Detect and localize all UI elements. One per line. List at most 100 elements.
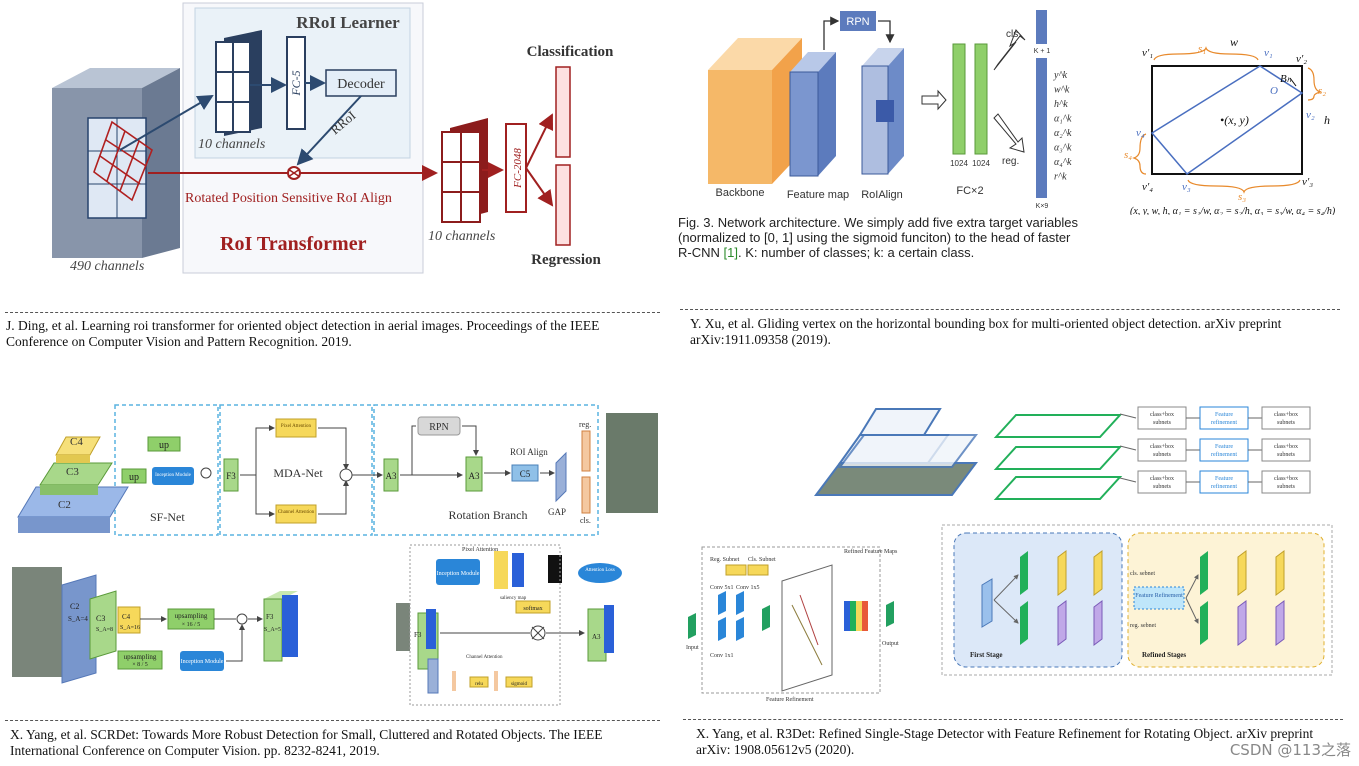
a3-block-1 [383, 458, 399, 492]
reg-variable: α₃^k [1054, 143, 1072, 154]
decoder-label: Decoder [337, 77, 385, 92]
geo-h: h [1324, 113, 1330, 127]
c3b-label: C3 [96, 614, 105, 623]
attention-loss-node [578, 563, 622, 583]
reg-variable: h^k [1054, 99, 1068, 110]
pyramid-c4-c3-c2 [17, 436, 129, 533]
channels-10-label-b: 10 channels [428, 229, 496, 244]
gap-label: GAP [548, 507, 566, 517]
f3-label: F3 [226, 471, 236, 481]
geo-s1: s₁ [1198, 43, 1206, 55]
csdn-watermark: CSDN @113之落 [1229, 741, 1351, 759]
inception-label-1: Inception Module [155, 473, 191, 478]
reg-output-bar [1036, 58, 1047, 198]
geo-v2p: v′₂ [1296, 53, 1307, 65]
geo-w: w [1230, 35, 1238, 49]
multiply-node-mda [339, 468, 353, 482]
gliding-vertex-diagram: Backbone Feature map RPN RoIAlign 1024 1… [708, 10, 1336, 217]
backbone-label: Backbone [716, 187, 765, 199]
c5-label: C5 [520, 469, 531, 479]
channels-490-label: 490 channels [70, 259, 145, 274]
sa4-label: S_A=4 [68, 615, 88, 623]
divider-2 [680, 309, 1340, 310]
pyramid-to-head-connector [1119, 477, 1137, 483]
sa8-label: S_A=8 [96, 627, 113, 633]
reg-variable: y^k [1053, 70, 1068, 81]
sa5-label: S_A=5 [264, 627, 281, 633]
reg-bar-scrdet [581, 430, 591, 472]
feature-refinement-box-label: Feature Refinement [1135, 592, 1183, 599]
fig3-line2: (normalized to [0, 1] using the sigmoid … [678, 230, 1071, 245]
a3-label-3: A3 [592, 633, 601, 641]
up-label-1: up [159, 440, 169, 451]
up-box-1 [147, 436, 181, 452]
attention-loss-label: Attention Loss [585, 568, 615, 573]
cls-label-scrdet: cls. [580, 516, 591, 525]
channel-attention-box [275, 504, 317, 524]
fc-label: FC×2 [956, 185, 983, 197]
class-box-subnet-head [1261, 438, 1311, 462]
a3-label-2: A3 [469, 471, 480, 481]
aerial-photo-thumb-3 [396, 603, 410, 651]
reg-variable: r^k [1054, 172, 1067, 183]
caption-r3det: X. Yang, et al. R3Det: Refined Single-St… [696, 726, 1314, 757]
conv1x5-label: Conv 1x5 [736, 585, 760, 591]
fig3-ref-link[interactable]: [1] [723, 245, 738, 260]
upsampling-label-2: upsampling [124, 653, 157, 661]
softmax-box [515, 600, 551, 614]
classification-bar [555, 66, 571, 158]
align-label: Rotated Position Sensitive RoI Align [185, 191, 392, 206]
head-label: class+box [1274, 444, 1298, 450]
caption-scrdet: X. Yang, et al. SCRDet: Towards More Rob… [10, 727, 603, 758]
head-label: class+box [1274, 476, 1298, 482]
up-box-2 [121, 468, 147, 484]
reg-label-scrdet: reg. [579, 420, 591, 429]
r3det-diagram: class+boxsubnetsFeaturerefinementclass+b… [686, 406, 1333, 703]
refined-pyramid-green [993, 414, 1123, 500]
rpn-label: RPN [846, 16, 869, 28]
head-label: class+box [1274, 412, 1298, 418]
feature-refinement-module [701, 546, 881, 694]
relu-label: relu [475, 682, 483, 687]
k1-label: K + 1 [1034, 48, 1051, 55]
inception-label-3: Inception Module [437, 571, 480, 577]
fc-bar-a [952, 43, 966, 155]
divider-3 [5, 720, 660, 721]
roi-align-label: ROI Align [510, 447, 548, 457]
head-label: subnets [1277, 420, 1296, 426]
pyramid-to-head-connector [1119, 413, 1137, 419]
reg-subnet-label: Reg. Subnet [710, 557, 740, 563]
r3det-head-rows: class+boxsubnetsFeaturerefinementclass+b… [1119, 406, 1311, 494]
fc-bar-b [974, 43, 988, 155]
head-label: subnets [1153, 420, 1172, 426]
input-feature-cube [52, 68, 180, 258]
head-label: subnets [1277, 484, 1296, 490]
head-label: refinement [1211, 451, 1237, 458]
panel-scrdet: C4 C3 C2 up up Inception Module SF-Net F… [0, 395, 665, 715]
f3b-label: F3 [266, 613, 274, 621]
geo-v4p: v′₄ [1142, 181, 1153, 193]
rpn-box [840, 11, 876, 31]
feature-pyramid-planes [814, 408, 978, 496]
fc5-label: FC-5 [289, 70, 303, 96]
head-label: Feature [1215, 412, 1233, 418]
aerial-photo-thumb-1 [606, 413, 658, 513]
reg-label: reg. [1002, 156, 1019, 167]
grid-10-channels-b [441, 118, 488, 223]
head-label: class+box [1150, 412, 1174, 418]
upsampling-label-1: upsampling [175, 612, 208, 620]
saliency-label: saliency map [500, 596, 527, 601]
divider-1 [5, 312, 660, 313]
grid-10-channels-a [215, 30, 262, 136]
head-label: Feature [1215, 476, 1233, 482]
feature-refinement-label: Feature Refinement [766, 696, 814, 703]
inception-box-2 [180, 651, 224, 671]
conv5x1-label: Conv 5x1 [710, 585, 734, 591]
first-stage-box [953, 532, 1123, 668]
roialign-block [861, 48, 904, 175]
head-label: subnets [1153, 452, 1172, 458]
class-box-subnet-head [1261, 406, 1311, 430]
inception-box-1 [152, 467, 194, 485]
rotation-branch-label: Rotation Branch [449, 508, 528, 522]
